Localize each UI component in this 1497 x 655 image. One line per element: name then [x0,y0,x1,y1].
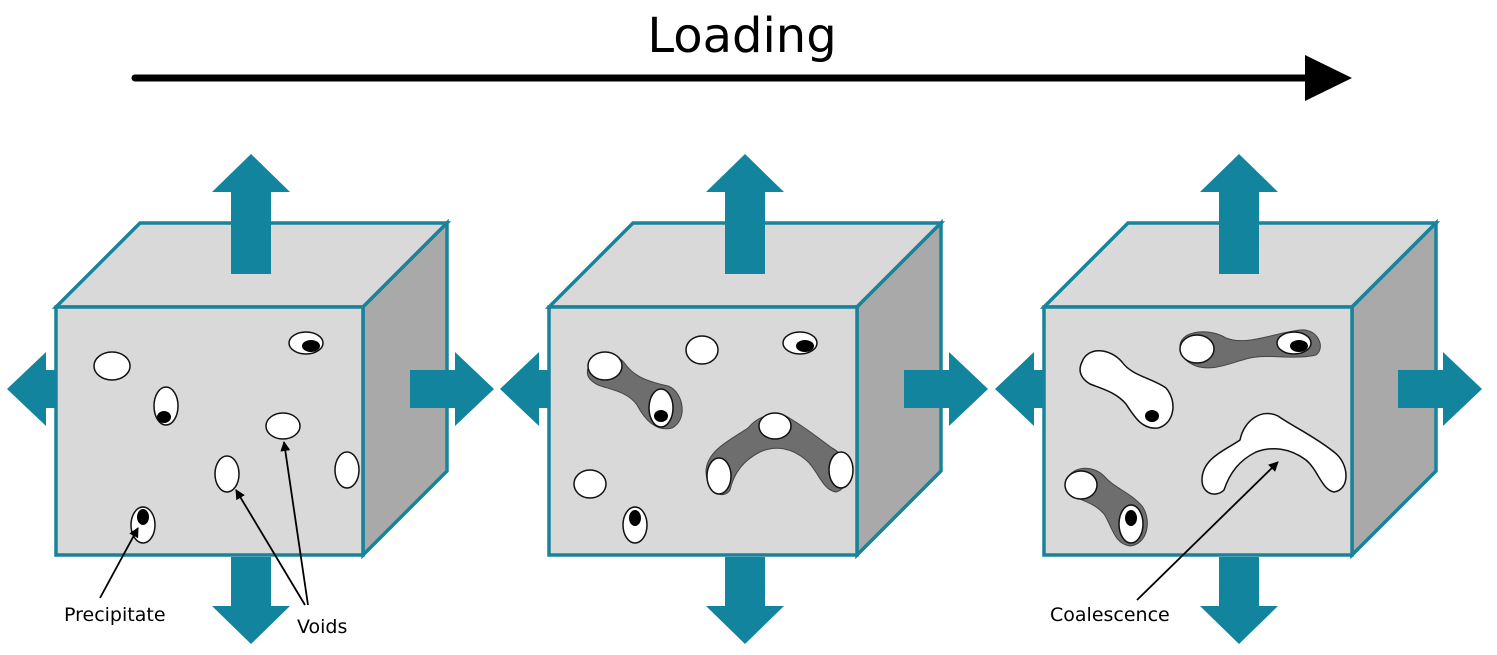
load-arrow-right-2 [904,352,988,426]
load-arrow-right-1 [410,352,494,426]
void [1064,470,1098,500]
void [214,455,240,493]
load-arrow-up-3 [1200,154,1278,274]
void [706,457,732,495]
load-arrow-left-2 [500,352,549,426]
precipitate-particle [302,340,320,352]
void [573,469,607,499]
void [828,451,854,489]
void [685,335,719,365]
voids-label: Voids [297,616,347,638]
coalesced-void [1201,412,1347,495]
void [265,412,301,440]
loading-title: Loading [647,8,836,64]
load-arrow-down-2 [706,557,784,644]
load-arrow-up-1 [212,154,290,274]
void [1179,334,1215,364]
loading-arrow [131,55,1352,101]
precipitate-particle [654,410,668,422]
load-arrow-down-3 [1200,557,1278,644]
precipitate-label: Precipitate [64,604,166,626]
coalesced-void [1079,350,1174,429]
precipitate-particle [629,510,641,526]
load-arrow-up-2 [706,154,784,274]
precipitate-particle [157,411,171,423]
void [758,412,792,440]
load-arrow-right-3 [1398,352,1482,426]
precipitate-particle [1290,340,1308,352]
load-arrow-left-3 [995,352,1044,426]
void [93,351,131,381]
cube-stage-1: Precipitate Voids [7,154,494,644]
load-arrow-down-1 [212,557,290,644]
precipitate-particle [1145,410,1159,422]
cube-stage-3: Coalescence [995,154,1482,644]
void-necking [705,414,848,495]
precipitate-particle [1125,510,1137,526]
void [587,351,623,381]
void [334,451,360,489]
coalescence-label: Coalescence [1050,604,1170,626]
cube-stage-2 [500,154,988,644]
precipitate-particle [137,509,149,525]
load-arrow-left-1 [7,352,56,426]
precipitate-particle [796,340,814,352]
